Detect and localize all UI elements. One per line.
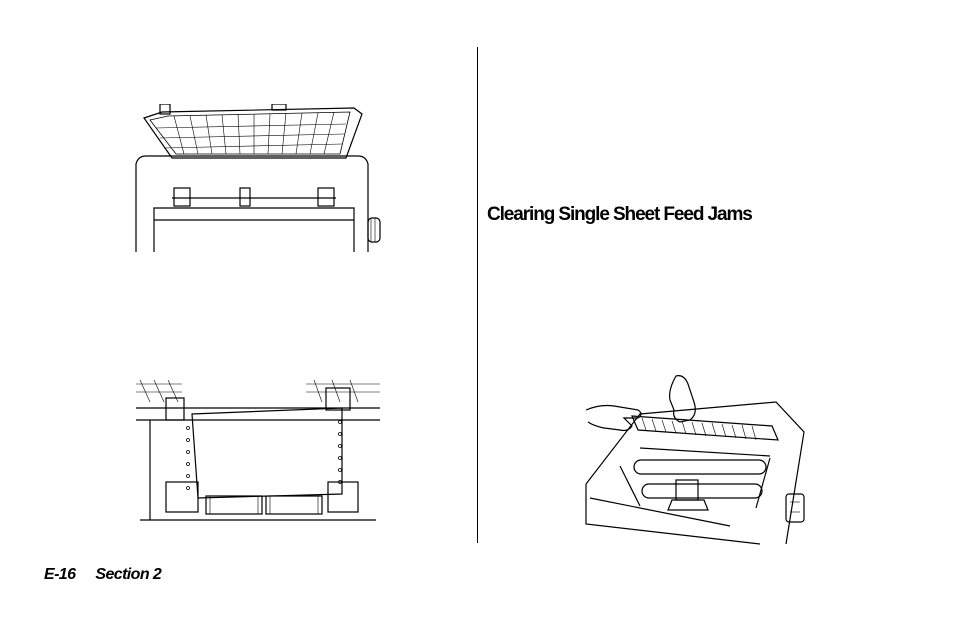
continuous-paper-tractor-illustration (136, 378, 380, 528)
column-divider (477, 47, 478, 543)
clearing-paper-jam-illustration (580, 374, 812, 546)
printer-cover-open-illustration (132, 104, 384, 256)
section-heading: Clearing Single Sheet Feed Jams (487, 204, 752, 226)
section-label: Section 2 (95, 566, 161, 583)
page-number: E-16 (44, 566, 75, 583)
page-footer: E-16 Section 2 (44, 566, 161, 584)
